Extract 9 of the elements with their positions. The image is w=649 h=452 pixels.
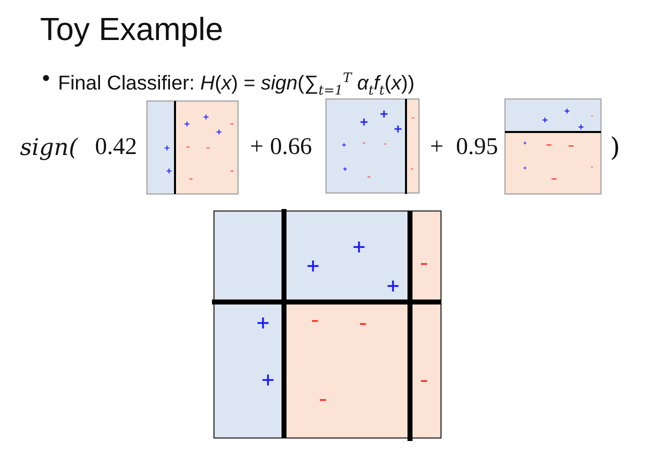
weight-value: 0.42 (95, 133, 137, 161)
plus-operator: + (430, 133, 444, 161)
function-name: sign( (20, 134, 78, 162)
plus-operator: + (250, 133, 264, 161)
weight-value: 0.66 (270, 133, 312, 161)
weight-value: 0.95 (456, 133, 498, 161)
formula-text: Final Classifier: H(x) = sign(∑$_{t=1}$$^{T}$ α$_{t}$f$_{t}$(x)) (58, 70, 415, 101)
slide-title: Toy Example (40, 10, 224, 48)
closing-parenthesis: ) (610, 133, 620, 163)
